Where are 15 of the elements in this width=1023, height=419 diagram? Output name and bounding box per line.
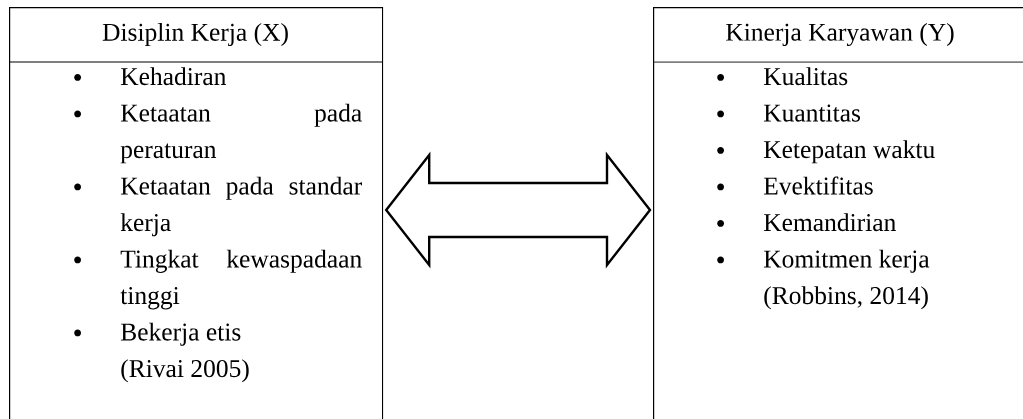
list-item: Evektifitas (763, 176, 873, 195)
citation-text: (Robbins, 2014) (764, 286, 928, 310)
citation-text: (Rivai 2005) (121, 359, 249, 383)
list-item: Kehadiran (120, 67, 226, 86)
header-text: Kinerja Karyawan (Y) (726, 22, 954, 47)
list-item: Ketaatan pada peraturan (120, 103, 362, 164)
list-item: Tingkat kewaspadaan tinggi (120, 249, 362, 310)
list-item: Kuantitas (763, 104, 860, 122)
list-item: Komitmen kerja (763, 249, 930, 273)
list-item: Ketepatan waktu (763, 140, 935, 164)
list-item: Ketaatan pada standar kerja (120, 176, 362, 237)
list-item: Kemandirian (763, 213, 896, 232)
list-item: Kualitas (763, 67, 848, 86)
list-item: Bekerja etis (120, 322, 241, 346)
header-text: Disiplin Kerja (X) (102, 22, 288, 47)
